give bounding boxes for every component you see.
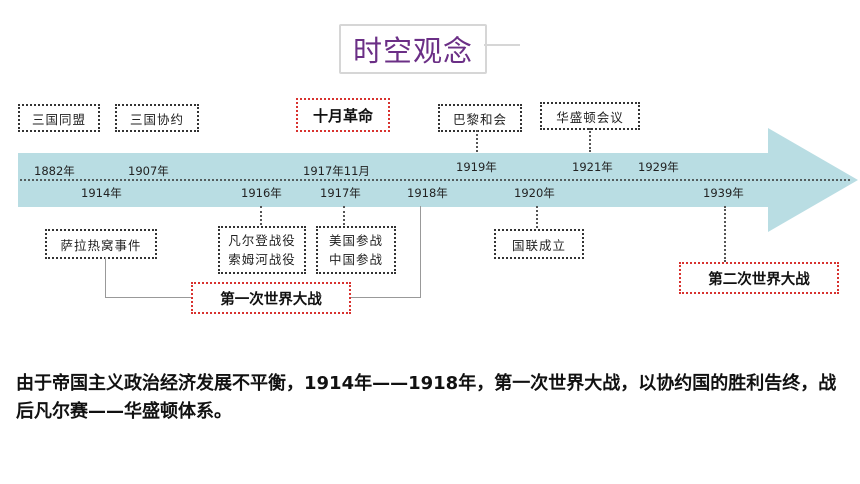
event-verdun-somme: 凡尔登战役 索姆河战役 (218, 226, 306, 274)
summary-text: 由于帝国主义政治经济发展不平衡，1914年——1918年，第一次世界大战，以协约… (16, 373, 837, 422)
ww1-bracket-bottom-left (105, 297, 191, 298)
event-sarajevo: 萨拉热窝事件 (45, 229, 157, 259)
ww1-bracket-bottom-right (350, 297, 421, 298)
event-us-join: 美国参战 (328, 233, 383, 248)
event-triple-entente: 三国协约 (115, 104, 199, 132)
event-verdun: 凡尔登战役 (228, 233, 296, 248)
connector-paris (476, 130, 478, 152)
connector-verdun (260, 206, 262, 225)
year-1907: 1907年 (128, 164, 169, 178)
connector-washington (589, 128, 591, 152)
connector-ww2 (724, 206, 726, 262)
ww1-bracket-right (420, 206, 421, 297)
event-league-of-nations: 国联成立 (494, 229, 584, 259)
event-paris-peace-conference: 巴黎和会 (438, 104, 522, 132)
year-1917: 1917年 (320, 186, 361, 200)
title-divider (484, 44, 520, 46)
world-war-1-label: 第一次世界大战 (191, 282, 351, 314)
event-triple-alliance: 三国同盟 (18, 104, 100, 132)
year-1920: 1920年 (514, 186, 555, 200)
event-washington-conference: 华盛顿会议 (540, 102, 640, 130)
year-1882: 1882年 (34, 164, 75, 178)
event-october-revolution: 十月革命 (296, 98, 390, 132)
year-1918: 1918年 (407, 186, 448, 200)
year-1929: 1929年 (638, 160, 679, 174)
event-us-china-join: 美国参战 中国参战 (316, 226, 396, 274)
year-1916: 1916年 (241, 186, 282, 200)
world-war-2-label: 第二次世界大战 (679, 262, 839, 294)
year-1939: 1939年 (703, 186, 744, 200)
event-china-join: 中国参战 (328, 252, 383, 267)
ww1-bracket-left (105, 257, 106, 297)
year-1917-11: 1917年11月 (303, 164, 370, 178)
year-1919: 1919年 (456, 160, 497, 174)
year-1914: 1914年 (81, 186, 122, 200)
event-somme: 索姆河战役 (228, 252, 296, 267)
page-title: 时空观念 (339, 24, 487, 74)
year-1921: 1921年 (572, 160, 613, 174)
connector-us (343, 206, 345, 225)
connector-league (536, 206, 538, 228)
